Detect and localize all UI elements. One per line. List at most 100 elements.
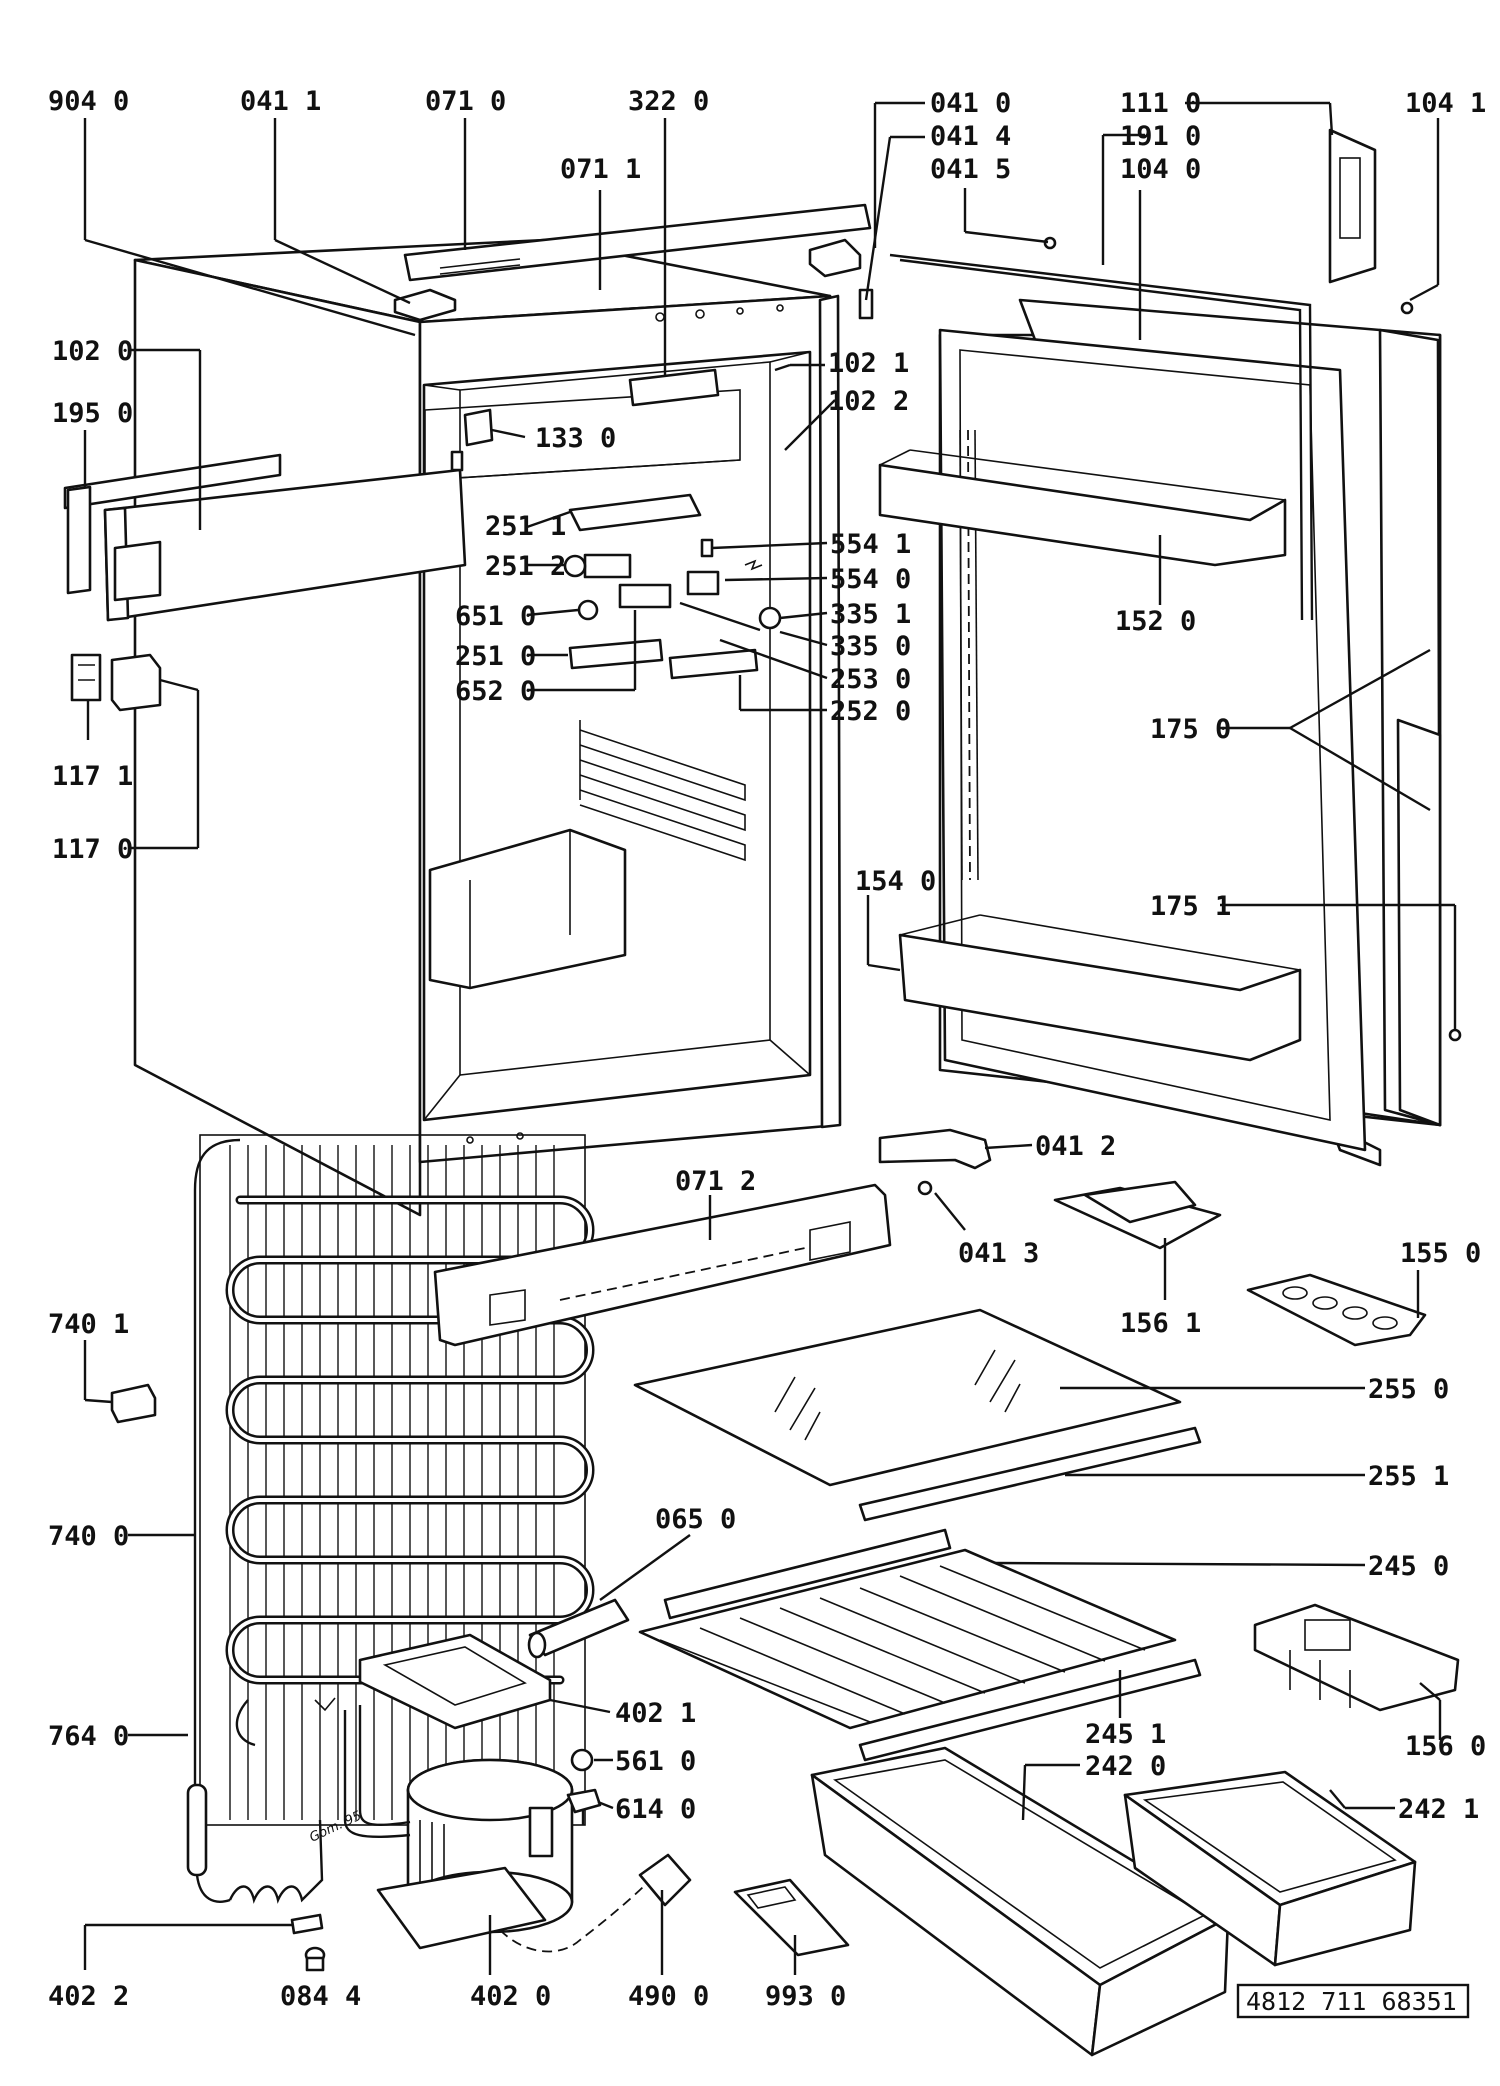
label-156-1: 156 1: [1120, 1308, 1201, 1339]
label-255-1: 255 1: [1368, 1461, 1449, 1492]
label-251-1: 251 1: [485, 511, 566, 542]
top-hinge-left: [393, 288, 457, 322]
label-402-2: 402 2: [48, 1981, 129, 2012]
label-191-0: 191 0: [1120, 121, 1201, 152]
document-number-box: 4812 711 68351: [1236, 1983, 1470, 2019]
glass-shelf-trim: [858, 1426, 1202, 1522]
label-740-1: 740 1: [48, 1309, 129, 1340]
label-335-0: 335 0: [830, 631, 911, 662]
top-trim-strip: [403, 203, 872, 282]
door-handle: [1328, 128, 1377, 284]
ice-tray: [1253, 1603, 1460, 1712]
label-041-1: 041 1: [240, 86, 321, 117]
label-071-1: 071 1: [560, 154, 641, 185]
filter-drier: [186, 1783, 324, 1904]
bottom-trim-panel: [433, 1183, 892, 1347]
label-554-0: 554 0: [830, 564, 911, 595]
label-402-0: 402 0: [470, 1981, 551, 2012]
label-402-1: 402 1: [615, 1698, 696, 1729]
hinge-block: [110, 653, 162, 712]
label-156-0: 156 0: [1405, 1731, 1486, 1762]
label-175-1: 175 1: [1150, 891, 1231, 922]
bracket: [628, 368, 720, 407]
screw: [1400, 301, 1414, 315]
label-154-0: 154 0: [855, 866, 936, 897]
label-117-0: 117 0: [52, 834, 133, 865]
wire-shelf-trim: [858, 1658, 1202, 1762]
grommet: [570, 1748, 594, 1772]
label-065-0: 065 0: [655, 1504, 736, 1535]
crisper-drawer-small: [1123, 1770, 1417, 1967]
cylinder: [527, 1598, 630, 1659]
label-251-2: 251 2: [485, 551, 566, 582]
butter-dish: [1053, 1180, 1222, 1250]
compressor-marking: Gom. 95: [307, 1809, 364, 1846]
label-904-0: 904 0: [48, 86, 129, 117]
relay: [566, 1788, 602, 1825]
freezer-door-assembly: [63, 450, 467, 622]
label-071-0: 071 0: [425, 86, 506, 117]
foot: [304, 1946, 326, 1972]
screw: [1448, 1028, 1462, 1042]
label-102-2: 102 2: [828, 386, 909, 417]
label-175-0: 175 0: [1150, 714, 1231, 745]
hinge-screw: [917, 1180, 933, 1196]
label-041-5: 041 5: [930, 154, 1011, 185]
label-041-3: 041 3: [958, 1238, 1039, 1269]
label-251-0: 251 0: [455, 641, 536, 672]
label-102-0: 102 0: [52, 336, 133, 367]
label-614-0: 614 0: [615, 1794, 696, 1825]
label-155-0: 155 0: [1400, 1238, 1481, 1269]
label-041-4: 041 4: [930, 121, 1011, 152]
label-152-0: 152 0: [1115, 606, 1196, 637]
label-252-0: 252 0: [830, 696, 911, 727]
label-242-1: 242 1: [1398, 1794, 1479, 1825]
power-cord: [499, 1853, 692, 1953]
label-335-1: 335 1: [830, 599, 911, 630]
leader-lines: [83, 101, 1457, 1975]
label-102-1: 102 1: [828, 348, 909, 379]
label-993-0: 993 0: [765, 1981, 846, 2012]
label-740-0: 740 0: [48, 1521, 129, 1552]
clip: [463, 408, 494, 447]
label-071-2: 071 2: [675, 1166, 756, 1197]
top-hinge-right: [808, 238, 874, 320]
label-041-2: 041 2: [1035, 1131, 1116, 1162]
label-104-1: 104 1: [1405, 88, 1486, 119]
compressor-tray: [358, 1633, 552, 1730]
screw: [1043, 236, 1057, 250]
label-195-0: 195 0: [52, 398, 133, 429]
label-490-0: 490 0: [628, 1981, 709, 2012]
document-number: 4812 711 68351: [1246, 1987, 1457, 2016]
label-242-0: 242 0: [1085, 1751, 1166, 1782]
label-111-0: 111 0: [1120, 88, 1201, 119]
label-554-1: 554 1: [830, 529, 911, 560]
label-651-0: 651 0: [455, 601, 536, 632]
label-322-0: 322 0: [628, 86, 709, 117]
condenser-clip: [110, 1383, 157, 1424]
label-133-0: 133 0: [535, 423, 616, 454]
label-561-0: 561 0: [615, 1746, 696, 1777]
cabinet: [133, 238, 842, 1217]
label-084-4: 084 4: [280, 1981, 361, 2012]
thermostat-control-parts: [563, 493, 782, 680]
label-652-0: 652 0: [455, 676, 536, 707]
clip-spring: [290, 1913, 324, 1935]
main-door-assembly: [878, 253, 1442, 1167]
label-104-0: 104 0: [1120, 154, 1201, 185]
label-245-1: 245 1: [1085, 1719, 1166, 1750]
small-hinge-part: [70, 653, 102, 702]
scraper: [733, 1878, 850, 1957]
wire-shelf: [638, 1528, 1177, 1730]
label-255-0: 255 0: [1368, 1374, 1449, 1405]
label-041-0: 041 0: [930, 88, 1011, 119]
part-labels: 904 0 041 1 071 0 322 0 071 1 041 0 041 …: [48, 86, 1486, 2012]
compressor: [314, 1697, 574, 1950]
label-245-0: 245 0: [1368, 1551, 1449, 1582]
label-253-0: 253 0: [830, 664, 911, 695]
lower-hinge: [878, 1128, 992, 1170]
crisper-drawer-large: [810, 1746, 1230, 2057]
condenser-coil: [193, 1134, 595, 1826]
glass-shelf: [633, 1308, 1182, 1487]
